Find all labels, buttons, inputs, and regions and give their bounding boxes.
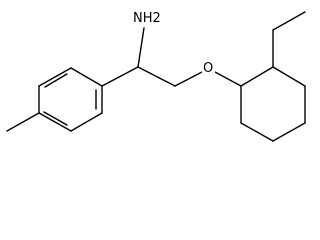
ring-bond <box>272 66 306 87</box>
chemical-structure-diagram: NH2 O <box>6 11 306 142</box>
benzene-ring <box>38 67 103 132</box>
o-to-cyclohexyl-bond <box>214 71 242 87</box>
ring-bond <box>240 66 274 87</box>
ethyl-bond-2 <box>272 11 306 31</box>
aryl-to-ch-bond <box>101 66 139 87</box>
oxygen-label: O <box>203 61 213 76</box>
ring-bond <box>70 67 103 87</box>
ring-bond <box>70 112 103 132</box>
ring-bond <box>240 122 274 142</box>
cyclohexane-ring <box>240 66 306 142</box>
ch-to-nh2-bond <box>137 27 145 68</box>
ring-double-bond <box>43 111 68 126</box>
ring-bond <box>38 67 72 87</box>
ring-bond <box>272 122 306 142</box>
methyl-bond <box>6 112 40 132</box>
ring-double-bond <box>44 73 68 88</box>
ch2-to-o-bond <box>174 71 203 87</box>
ring-bond <box>38 112 72 132</box>
amine-label: NH2 <box>133 11 161 26</box>
ch-to-ch2-bond <box>137 66 176 87</box>
